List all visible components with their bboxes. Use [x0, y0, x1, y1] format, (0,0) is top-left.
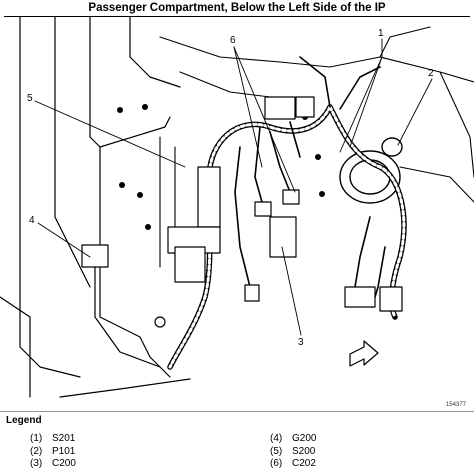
- legend-number: (6): [270, 458, 283, 469]
- splice-pack: [167, 166, 221, 283]
- legend-label: S201: [52, 433, 76, 444]
- legend-label: C200: [52, 458, 76, 469]
- legend-label: G200: [292, 433, 317, 444]
- legend-label: P101: [52, 445, 76, 457]
- legend-item: (3) C200: [30, 458, 76, 471]
- forward-arrow: [349, 340, 379, 367]
- figure-code: 154377: [445, 402, 466, 408]
- legend-item: (5) S200: [270, 446, 316, 459]
- legend-label: S200: [292, 445, 316, 457]
- legend-number: (1): [30, 433, 43, 444]
- fasteners: [117, 104, 325, 230]
- legend-number: (4): [270, 433, 283, 444]
- legend-label: C202: [292, 458, 316, 469]
- grommet: [339, 137, 403, 204]
- callout-4: 4: [29, 215, 35, 226]
- body-panel: [0, 17, 191, 398]
- legend-item: (1) S201: [30, 433, 76, 446]
- callout-labels: 1 2 3 4 5 6: [27, 28, 434, 348]
- title-divider: [4, 16, 470, 17]
- callout-leaders: [34, 38, 433, 336]
- legend-right-column: (4) G200 (5) S200 (6) C202: [270, 433, 316, 471]
- legend-item: (4) G200: [270, 433, 316, 446]
- callout-1: 1: [378, 28, 384, 39]
- legend-item: (2) P101: [30, 446, 76, 459]
- ground-terminal: [81, 244, 166, 368]
- legend-heading: Legend: [6, 415, 42, 426]
- branch-wires: [234, 56, 386, 308]
- callout-2: 2: [428, 68, 434, 79]
- legend-left-column: (1) S201 (2) P101 (3) C200: [30, 433, 76, 471]
- diagram-title: Passenger Compartment, Below the Left Si…: [88, 2, 386, 14]
- legend-divider: [0, 411, 474, 412]
- callout-6: 6: [230, 35, 236, 46]
- dash-structure: [159, 26, 474, 268]
- callout-5: 5: [27, 93, 33, 104]
- legend-number: (3): [30, 458, 43, 469]
- legend-item: (6) C202: [270, 458, 316, 471]
- callout-3: 3: [298, 337, 304, 348]
- legend-number: (5): [270, 445, 283, 457]
- wiring-harness-illustration: 1 2 3 4 5 6: [0, 17, 474, 398]
- legend-number: (2): [30, 445, 43, 457]
